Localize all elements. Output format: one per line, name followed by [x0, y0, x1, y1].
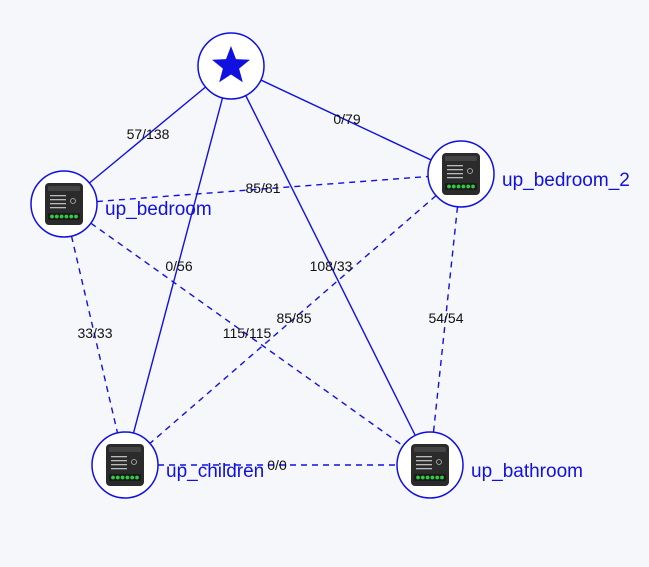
- edge-hub-up_bathroom: [230, 65, 431, 466]
- edge-up_bedroom-up_children: [63, 203, 126, 466]
- edge-label-up_bedroom-up_children: 33/33: [77, 325, 112, 341]
- edge-hub-up_bedroom_2: [230, 65, 462, 175]
- edge-hub-up_children: [124, 65, 232, 466]
- node-label-up_bedroom_2: up_bedroom_2: [502, 170, 630, 191]
- node-label-up_children: up_children: [166, 461, 264, 482]
- edges-layer: [63, 65, 462, 466]
- edge-labels-layer: 57/138 0/79 0/56 108/33 85/81 33/33 115/11585/…: [77, 111, 463, 473]
- edge-label-hub-up_bedroom_2: 0/79: [333, 111, 360, 127]
- edge-label-up_bedroom_2-up_bathroom: 54/54: [428, 310, 463, 326]
- edge-label-hub-up_bedroom: 57/138: [127, 126, 170, 142]
- smart-switch-device-icon: [411, 444, 449, 486]
- edge-label-up_bedroom_2-up_children: 85/85: [276, 310, 311, 326]
- star-icon: [212, 46, 250, 83]
- edge-hub-up_bedroom: [63, 65, 232, 205]
- edge-label-hub-up_children: 0/56: [165, 258, 192, 274]
- node-hub[interactable]: [197, 32, 265, 100]
- edge-label-hub-up_bathroom: 108/33: [310, 258, 353, 274]
- edge-up_bedroom_2-up_children: [124, 173, 462, 466]
- edge-up_bedroom-up_bedroom_2: [63, 173, 462, 205]
- node-up_bathroom[interactable]: up_bathroom: [396, 431, 583, 499]
- node-label-up_bathroom: up_bathroom: [471, 461, 583, 482]
- smart-switch-device-icon: [106, 444, 144, 486]
- edge-label-up_children-up_bathroom: 0/0: [267, 457, 287, 473]
- node-up_bedroom_2[interactable]: up_bedroom_2: [427, 140, 630, 208]
- edge-up_bedroom-up_bathroom: [63, 203, 431, 466]
- node-up_children[interactable]: up_children: [91, 431, 264, 499]
- edge-label-up_bedroom-up_bathroom: 115/115: [223, 325, 272, 341]
- smart-switch-device-icon: [45, 183, 83, 225]
- node-up_bedroom[interactable]: up_bedroom: [30, 170, 212, 238]
- edge-up_bedroom_2-up_bathroom: [429, 173, 462, 466]
- nodes-layer: up_bedroom up_bedroom_2 up_children up_bath…: [30, 32, 630, 499]
- edge-label-up_bedroom-up_bedroom_2: 85/81: [245, 180, 280, 196]
- smart-switch-device-icon: [442, 153, 480, 195]
- node-label-up_bedroom: up_bedroom: [105, 199, 212, 220]
